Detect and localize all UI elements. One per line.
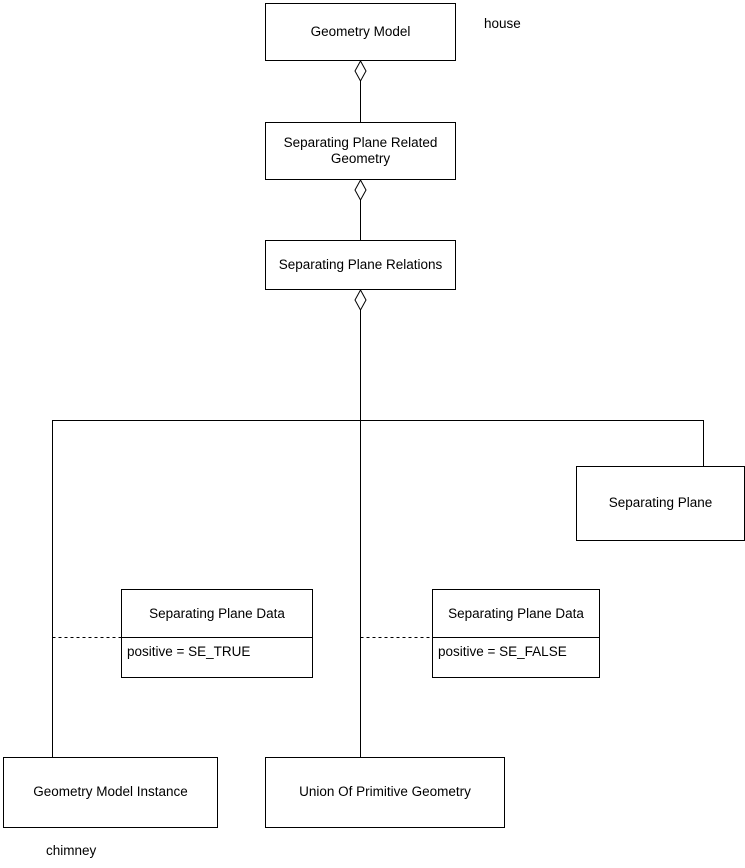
node-separating-plane-data-true[interactable]: Separating Plane Data positive = SE_TRUE [121, 589, 313, 678]
edge-relations-to-bus [354, 288, 367, 420]
node-separating-plane[interactable]: Separating Plane [576, 466, 745, 541]
node-geometry-model-instance[interactable]: Geometry Model Instance [3, 757, 218, 828]
node-separating-plane-related-geometry-label: Separating Plane Related Geometry [283, 134, 438, 166]
annotation-chimney: chimney [46, 843, 97, 858]
edge-related-geometry-to-relations [354, 178, 367, 240]
edge-geometry-model-to-related-geometry [354, 59, 367, 122]
node-geometry-model-label: Geometry Model [310, 23, 411, 39]
node-geometry-model-instance-label: Geometry Model Instance [33, 784, 188, 800]
node-union-of-primitive-geometry[interactable]: Union Of Primitive Geometry [265, 757, 505, 828]
compartment-divider [122, 637, 312, 638]
node-separating-plane-data-true-attribute: positive = SE_TRUE [127, 644, 251, 659]
compartment-divider [433, 637, 599, 638]
aggregation-diamond-icon [354, 59, 367, 83]
node-separating-plane-relations-label: Separating Plane Relations [278, 256, 443, 272]
aggregation-diamond-icon [354, 178, 367, 202]
node-separating-plane-related-geometry[interactable]: Separating Plane Related Geometry [265, 122, 456, 180]
annotation-house: house [484, 16, 521, 31]
node-separating-plane-relations[interactable]: Separating Plane Relations [265, 240, 456, 290]
node-separating-plane-data-false[interactable]: Separating Plane Data positive = SE_FALS… [432, 589, 600, 678]
node-union-of-primitive-geometry-label: Union Of Primitive Geometry [299, 784, 471, 800]
node-geometry-model[interactable]: Geometry Model [265, 3, 456, 61]
node-separating-plane-label: Separating Plane [608, 495, 713, 511]
node-separating-plane-data-true-title: Separating Plane Data [149, 605, 285, 621]
aggregation-diamond-icon [354, 288, 367, 312]
node-separating-plane-data-false-title: Separating Plane Data [448, 605, 584, 621]
node-separating-plane-data-false-attribute: positive = SE_FALSE [438, 644, 567, 659]
